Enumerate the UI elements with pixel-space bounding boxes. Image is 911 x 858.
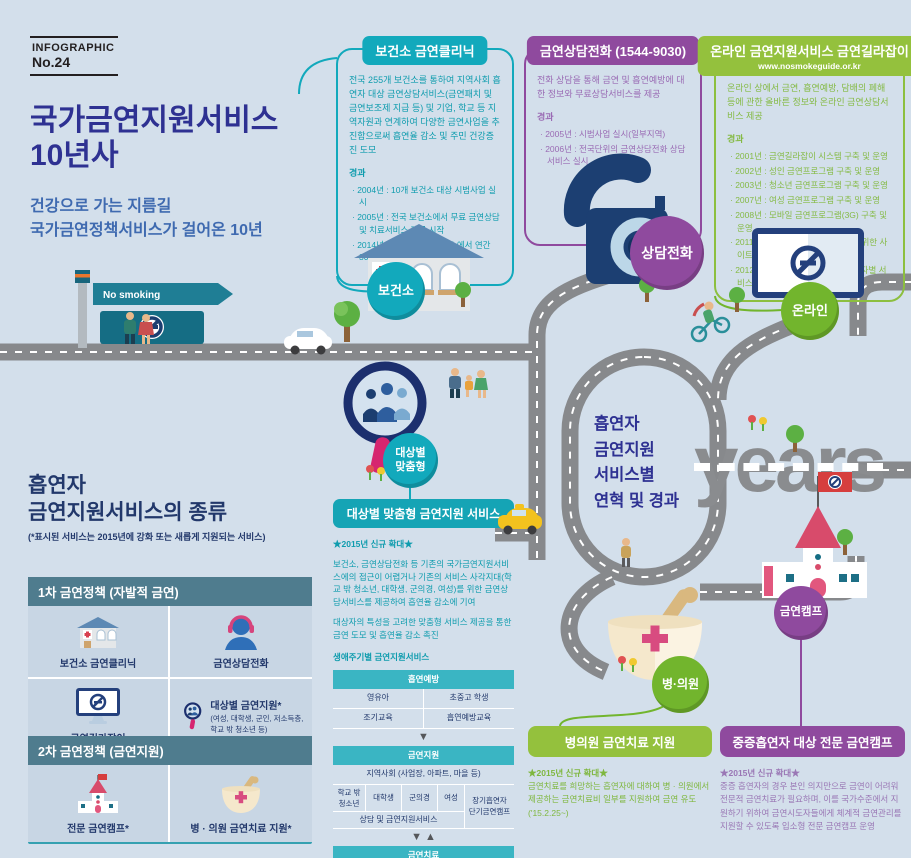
years-road-text: years bbox=[694, 419, 887, 508]
badge-quitline: 상담전화 bbox=[630, 216, 704, 290]
history-item: · 2008년 : 모바일 금연프로그램(3G) 구축 및 운영 bbox=[730, 209, 887, 233]
history-item: · 2004년 : 10개 보건소 대상 시범사업 실시 bbox=[352, 184, 496, 208]
policy1-item-quitline: 금연상담전화 bbox=[170, 606, 312, 679]
policy1-item-clinic: 보건소 금연클리닉 bbox=[28, 606, 170, 679]
target-service-title: 대상별 맞춤형 금연지원 서비스 bbox=[333, 499, 514, 528]
target-para1: 보건소, 금연상담전화 등 기존의 국가금연지원서비스에의 접근이 어렵거나 기… bbox=[333, 558, 512, 607]
target-highlight: ★2015년 신규 확대★ bbox=[333, 539, 413, 549]
flow-band-prevention: 흡연예방 bbox=[333, 670, 514, 689]
history-item: · 2002년 : 성인 금연프로그램 구축 및 운영 bbox=[730, 165, 881, 176]
roadmap-heading: 흡연자 금연지원 서비스별 연혁 및 경과 bbox=[594, 415, 680, 510]
history-label: 경과 bbox=[727, 133, 744, 144]
policy2-item-treatment: 병 · 의원 금연치료 지원* bbox=[170, 765, 312, 842]
types-section-title: 흡연자 금연지원서비스의 종류 bbox=[28, 474, 228, 525]
history-item: · 2006년 : 전국단위의 금연상담전화 상담 서비스 실시 bbox=[540, 143, 686, 167]
masthead: INFOGRAPHIC No.24 국가금연지원서비스 10년사 건강으로 가는… bbox=[30, 36, 278, 243]
flow-arrow-down: ▼ bbox=[418, 730, 429, 743]
mortar-bowl-icon-small bbox=[222, 776, 260, 813]
page-title: 국가금연지원서비스 10년사 bbox=[30, 104, 279, 172]
types-section-note: (*표시된 서비스는 2015년에 강화 또는 새롭게 지원되는 서비스) bbox=[28, 532, 266, 542]
infographic-number: No.24 bbox=[32, 54, 71, 70]
monitor-icon bbox=[76, 688, 120, 724]
health-center-desc: 전국 255개 보건소를 통하여 지역사회 흡연자 대상 금연상담서비스(금연패… bbox=[349, 75, 501, 155]
call-operator-icon bbox=[225, 615, 257, 650]
page-subtitle: 건강으로 가는 지름길 국가금연정책서비스가 걸어온 10년 bbox=[30, 198, 263, 239]
health-center-history: · 2004년 : 10개 보건소 대상 시범사업 실시 · 2005년 : 전… bbox=[349, 184, 501, 265]
policy2-box: 2차 금연정책 (금연지원) 전문 금연캠프* bbox=[28, 736, 312, 844]
history-item: · 2001년 : 금연길라잡이 시스템 구축 및 운영 bbox=[730, 150, 888, 161]
policy2-item-camp: 전문 금연캠프* bbox=[28, 765, 170, 842]
lifecycle-flow-table: 흡연예방 영유아 초중고 학생 조기교육 흡연예방교육 ▼ 금연지원 지역사회 … bbox=[333, 670, 514, 858]
flow-band-treatment: 금연치료 bbox=[333, 846, 514, 858]
history-label: 경과 bbox=[349, 167, 366, 178]
badge-camp: 금연캠프 bbox=[774, 586, 828, 640]
history-item: · 2003년 : 청소년 금연프로그램 구축 및 운영 bbox=[730, 180, 888, 191]
camp-body: 중증 흡연자의 경우 본인 의지만으로 금연이 어려워 전문적 금연치료가 필요… bbox=[720, 781, 902, 831]
policy2-title: 2차 금연정책 (금연지원) bbox=[28, 736, 312, 765]
hospital-treatment-title: 병의원 금연치료 지원 bbox=[528, 726, 712, 757]
badge-hospital: 병·의원 bbox=[652, 656, 709, 713]
quitline-title: 금연상담전화 (1544-9030) bbox=[526, 36, 700, 65]
history-item: · 2014년 : 현재 255개 보건소에서 연간 30만 명 이상 상담서비… bbox=[352, 239, 491, 263]
lifecycle-table-title: 생애주기별 금연지원서비스 bbox=[333, 652, 430, 663]
clinic-building-icon bbox=[77, 617, 119, 648]
magnifier-people-icon bbox=[184, 702, 202, 730]
history-item: · 2005년 : 시범사업 실시(일부지역) bbox=[540, 128, 666, 139]
camp-detail-box: 중증흡연자 대상 전문 금연캠프 ★2015년 신규 확대★ 중증 흡연자의 경… bbox=[720, 726, 905, 833]
hospital-body: 금연치료를 희망하는 흡연자에 대하여 병 · 의원에서 제공하는 금연치료비 … bbox=[528, 781, 710, 805]
online-guide-history: · 2001년 : 금연길라잡이 시스템 구축 및 운영 · 2002년 : 성… bbox=[727, 150, 892, 290]
history-item: · 2007년 : 여성 금연프로그램 구축 및 운영 bbox=[730, 195, 881, 205]
history-item: · 2011년 : 금연사이트 이용 활성화를 위한 사이트 개편 bbox=[730, 237, 888, 260]
target-service-box: 대상별 맞춤형 금연지원 서비스 ★2015년 신규 확대★ 보건소, 금연상담… bbox=[333, 499, 514, 858]
infographic-label: INFOGRAPHIC bbox=[32, 42, 115, 54]
health-center-clinic-box: 보건소 금연클리닉 전국 255개 보건소를 통하여 지역사회 흡연자 대상 금… bbox=[336, 36, 514, 286]
target-para2: 대상자의 특성을 고려한 맞춤형 서비스 제공을 통한 금연 도모 및 흡연율 … bbox=[333, 616, 512, 640]
flow-arrow-both: ▼ ▲ bbox=[411, 831, 436, 843]
flow-band-support: 금연지원 bbox=[333, 745, 514, 765]
badge-health-center: 보건소 bbox=[367, 262, 425, 320]
online-guide-desc: 온라인 상에서 금연, 흡연예방, 담배의 폐해 등에 관한 올바른 정보와 온… bbox=[727, 83, 889, 121]
badge-online: 온라인 bbox=[781, 282, 839, 340]
policy1-box: 1차 금연정책 (자발적 금연) 보건소 금연클리닉 bbox=[28, 577, 312, 754]
hospital-note: ('15.2.25~) bbox=[528, 807, 569, 818]
policy1-title: 1차 금연정책 (자발적 금연) bbox=[28, 577, 312, 606]
history-item: · 2005년 : 전국 보건소에서 무료 금연상담 및 치료서비스 제공 시작 bbox=[352, 212, 500, 235]
quitline-history: · 2005년 : 시범사업 실시(일부지역) · 2006년 : 전국단위의 … bbox=[537, 128, 689, 168]
health-center-clinic-title: 보건소 금연클리닉 bbox=[362, 36, 488, 65]
policy1-item-target: 대상별 금연지원* (여성, 대학생, 군인, 저소득층, 학교 밖 청소년 등… bbox=[170, 679, 312, 752]
camp-building-icon bbox=[78, 774, 118, 813]
online-guide-title: 온라인 금연지원서비스 금연길라잡이 www.nosmokeguide.or.k… bbox=[697, 36, 911, 76]
badge-target-custom: 대상별 맞춤형 bbox=[383, 433, 438, 488]
camp-highlight: ★2015년 신규 확대★ bbox=[720, 768, 800, 778]
quitline-desc: 전화 상담을 통해 금연 및 흡연예방에 대한 정보와 무료상담서비스를 제공 bbox=[537, 75, 685, 99]
hospital-highlight: ★2015년 신규 확대★ bbox=[528, 768, 608, 778]
policy1-item-target-sub: (여성, 대학생, 군인, 저소득층, 학교 밖 청소년 등) bbox=[210, 714, 304, 734]
infographic-tag: INFOGRAPHIC No.24 bbox=[30, 36, 118, 76]
online-guide-url[interactable]: www.nosmokeguide.or.kr bbox=[758, 61, 861, 71]
history-label: 경과 bbox=[537, 111, 554, 122]
hospital-treatment-box: 병의원 금연치료 지원 ★2015년 신규 확대★ 금연치료를 희망하는 흡연자… bbox=[528, 726, 712, 820]
online-guide-box: 온라인 금연지원서비스 금연길라잡이 www.nosmokeguide.or.k… bbox=[697, 36, 911, 302]
camp-detail-title: 중증흡연자 대상 전문 금연캠프 bbox=[720, 726, 905, 757]
